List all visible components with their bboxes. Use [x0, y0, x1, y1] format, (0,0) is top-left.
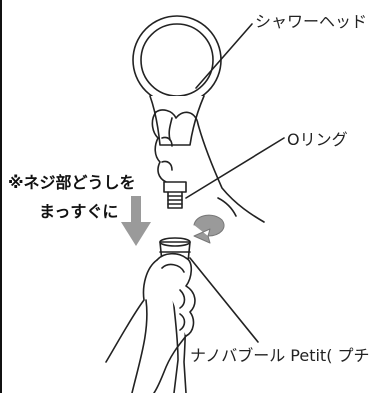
shower-neck — [163, 181, 187, 209]
callout-o-ring — [185, 137, 285, 199]
rotation-arrow — [193, 197, 237, 244]
callout-petit — [189, 257, 259, 343]
shower-head-label: シャワーヘッド — [255, 12, 368, 31]
frame-left-border — [0, 0, 2, 393]
callout-shower-head — [195, 23, 253, 89]
upper-hand — [151, 109, 265, 223]
alignment-note-line1: ※ネジ部どうしを — [8, 173, 136, 192]
nano-bubble-petit-label: ナノバブール Petit( プチ ) — [190, 346, 372, 365]
o-ring-label: Oリング — [287, 130, 348, 149]
shower-head — [132, 15, 222, 146]
lower-hand — [105, 252, 196, 393]
alignment-note: ※ネジ部どうしを まっすぐに — [8, 168, 136, 226]
down-arrow — [121, 196, 151, 246]
alignment-note-line2: まっすぐに — [39, 202, 119, 221]
